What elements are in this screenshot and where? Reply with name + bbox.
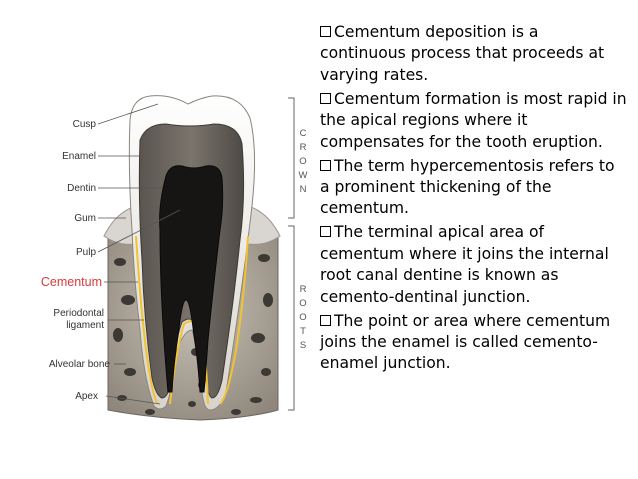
bullet-text: Cementum deposition is a continuous proc… xyxy=(320,23,605,84)
svg-text:S: S xyxy=(300,340,306,351)
pulp-shape xyxy=(159,165,224,393)
bullet-item: The term hypercementosis refers to a pro… xyxy=(320,156,628,220)
label-dentin: Dentin xyxy=(67,183,96,194)
tooth-anatomy-diagram: Cusp Enamel Dentin Gum Pulp Cementum Per… xyxy=(0,0,318,479)
crown-bracket: C R O W N xyxy=(288,97,308,219)
label-alveolar-bone: Alveolar bone xyxy=(49,359,111,370)
label-pulp: Pulp xyxy=(76,247,96,258)
label-cusp: Cusp xyxy=(73,119,97,130)
checkbox-icon xyxy=(320,314,331,326)
bullet-item: The point or area where cementum joins t… xyxy=(320,311,628,375)
svg-text:O: O xyxy=(299,298,306,309)
label-cementum: Cementum xyxy=(41,275,102,289)
svg-text:W: W xyxy=(299,170,308,181)
label-periodontal-ligament-line1: Periodontal xyxy=(53,308,104,319)
checkbox-icon xyxy=(320,26,331,37)
label-gum: Gum xyxy=(74,213,96,224)
leader-lines xyxy=(97,103,181,405)
svg-text:O: O xyxy=(299,156,306,167)
bullet-item: Cementum deposition is a continuous proc… xyxy=(320,22,628,86)
bullet-item: The terminal apical area of cementum whe… xyxy=(320,222,628,308)
svg-text:R: R xyxy=(300,142,307,153)
bullet-text: Cementum formation is most rapid in the … xyxy=(320,89,627,151)
bullet-text: The point or area where cementum joins t… xyxy=(320,311,611,373)
svg-text:O: O xyxy=(299,312,306,323)
svg-text:C: C xyxy=(300,128,307,139)
cementum-line-left xyxy=(135,235,159,405)
roots-bracket: R O O T S xyxy=(288,225,307,411)
svg-text:T: T xyxy=(300,326,306,337)
svg-text:N: N xyxy=(300,184,307,195)
label-apex: Apex xyxy=(75,391,98,402)
checkbox-icon xyxy=(320,159,331,171)
svg-text:R: R xyxy=(300,284,307,295)
label-periodontal-ligament-line2: ligament xyxy=(66,320,104,331)
bullet-item: Cementum formation is most rapid in the … xyxy=(320,89,628,153)
label-enamel: Enamel xyxy=(62,151,96,162)
checkbox-icon xyxy=(320,226,331,238)
checkbox-icon xyxy=(320,92,331,104)
bullet-text: The term hypercementosis refers to a pro… xyxy=(320,156,615,218)
bullet-list: Cementum deposition is a continuous proc… xyxy=(320,22,628,377)
bullet-text: The terminal apical area of cementum whe… xyxy=(320,223,609,306)
